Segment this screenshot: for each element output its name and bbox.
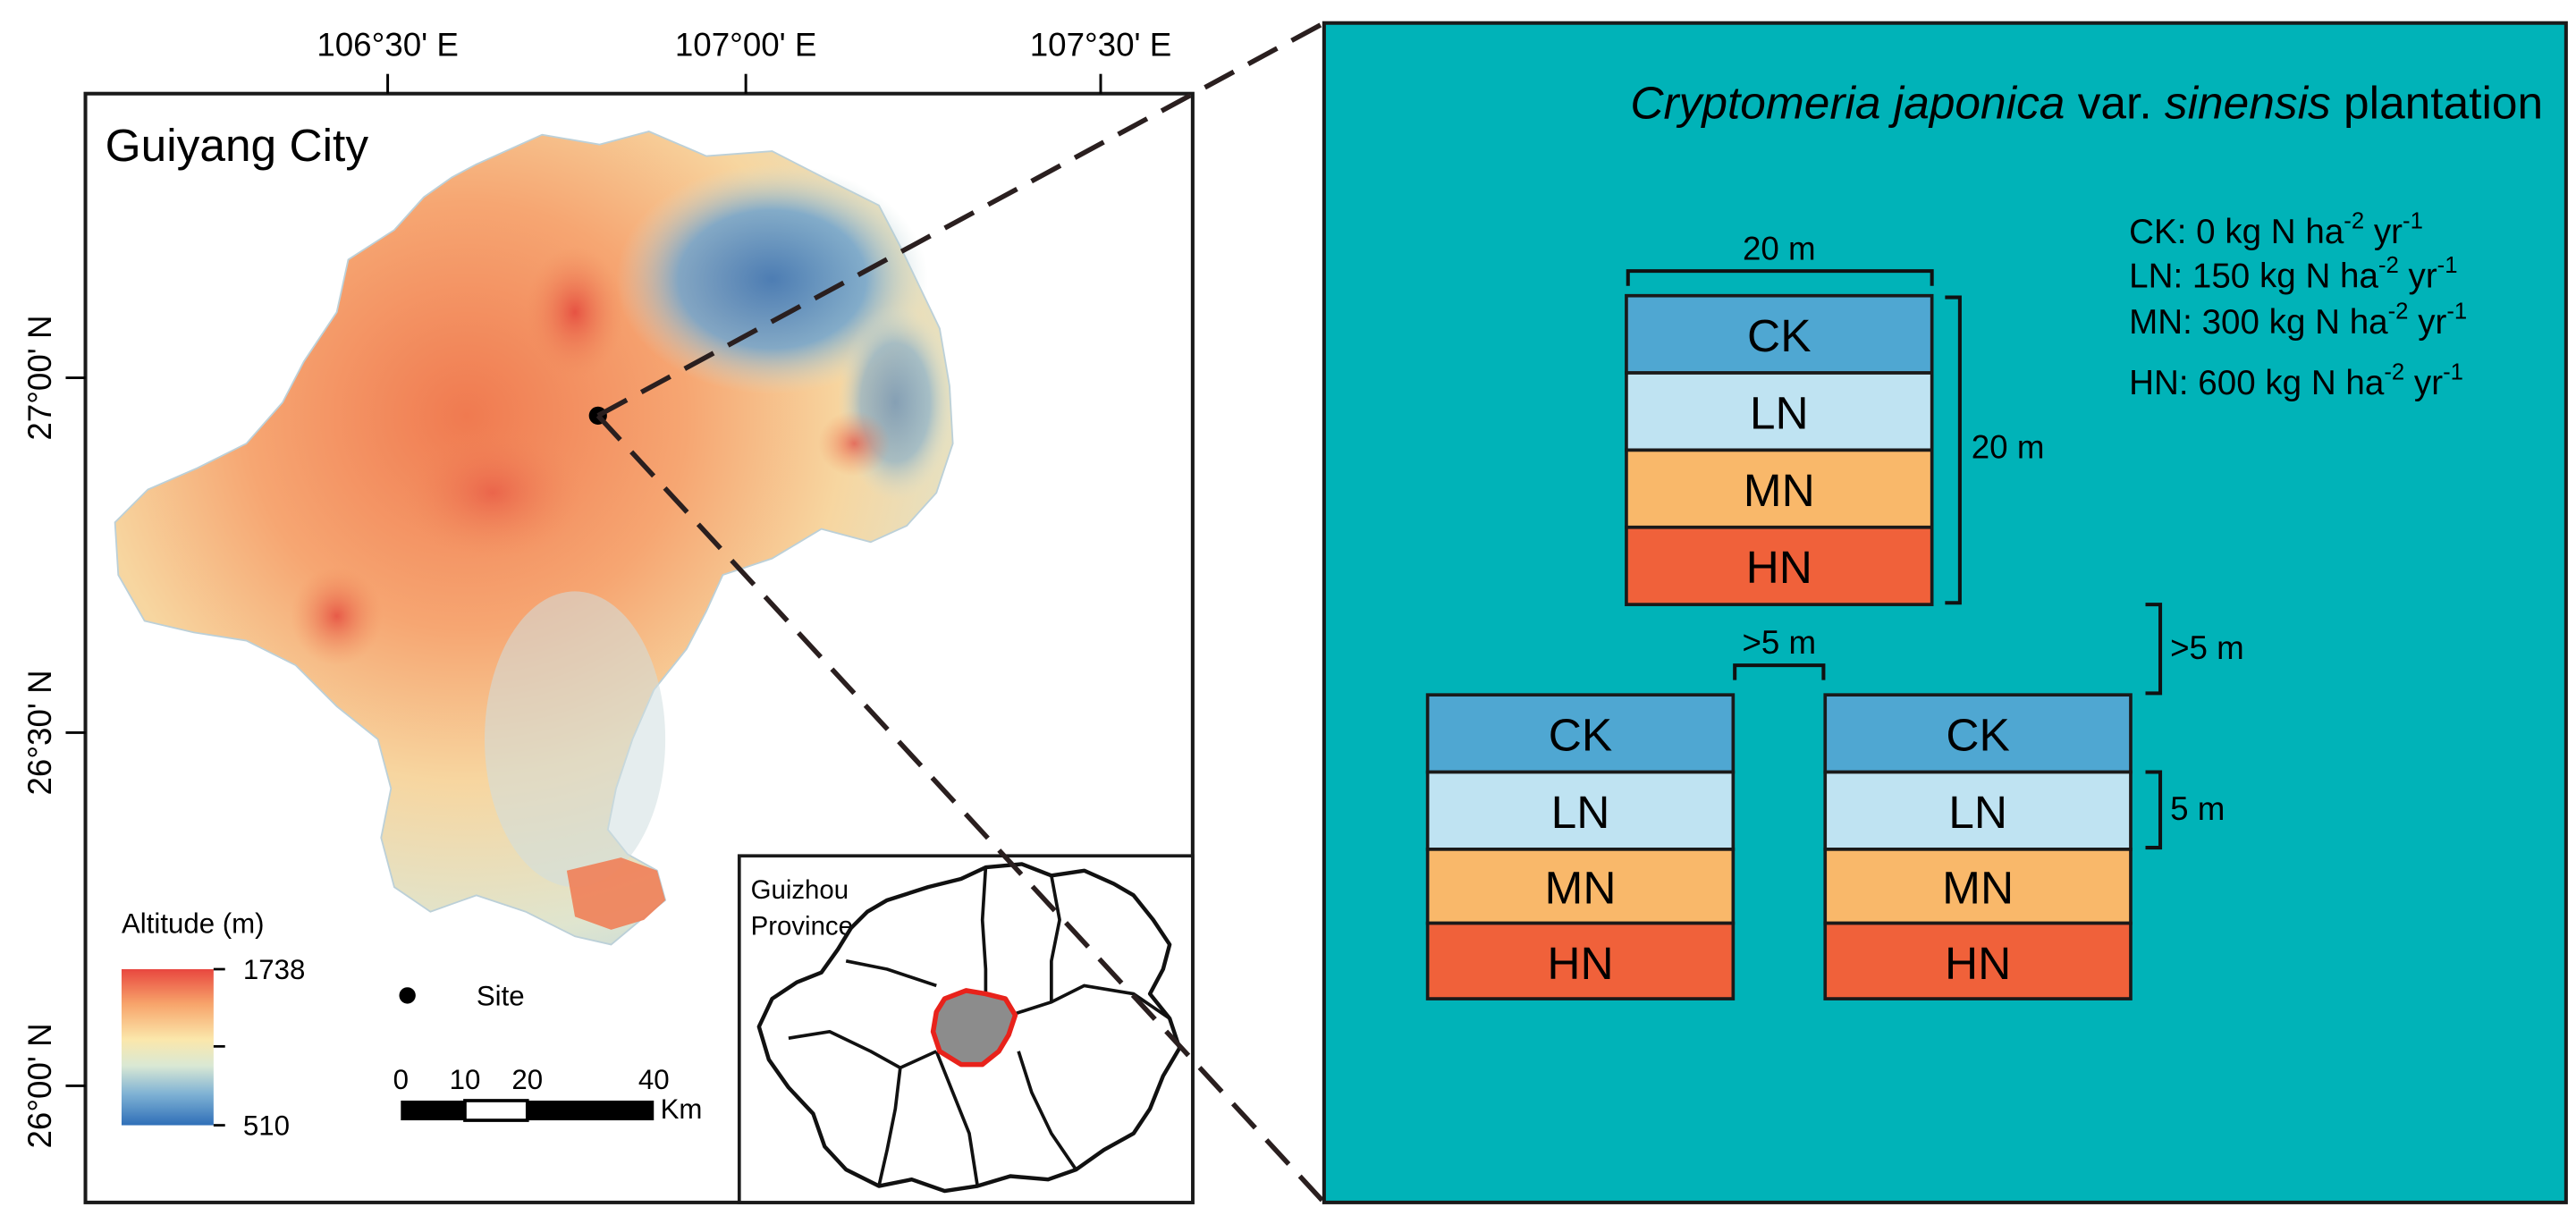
legend-max-label: 1738 [243, 954, 305, 985]
highland [817, 410, 891, 477]
map-panel: 106°30' E 107°00' E 107°30' E 27°00' N 2… [21, 26, 1195, 1204]
treatment-note-mn: MN: 300 kg N ha-2 yr-1 [2129, 299, 2467, 342]
inset-label: Guizhou [751, 875, 849, 905]
plantation-title: Cryptomeria japonica var. sinensis plant… [1630, 76, 2543, 128]
scale-segment [463, 1099, 529, 1122]
plantation-background [1322, 21, 2568, 1204]
latitude-axis [65, 376, 86, 1087]
map-title: Guiyang City [106, 119, 369, 171]
scale-tick-label: 10 [450, 1064, 481, 1095]
longitude-axis [386, 73, 1102, 94]
plot-bottom-left: CK LN MN HN [1425, 693, 1736, 1000]
treatment-note-ln: LN: 150 kg N ha-2 yr-1 [2129, 253, 2457, 296]
plot-row-label: HN [1945, 937, 2011, 989]
width-bracket [1626, 269, 1934, 286]
scale-segment [527, 1100, 655, 1121]
width-label: 20 m [1743, 230, 1816, 266]
highland [291, 566, 384, 666]
plot-row-ck [1425, 693, 1736, 774]
plot-row-ck [1823, 693, 2133, 774]
site-legend: Site [399, 980, 525, 1011]
plot-row-hn [1425, 921, 1736, 1000]
zoom-connector-line [595, 413, 1326, 1204]
scale-unit: Km [661, 1093, 703, 1125]
plot-row-label: LN [1750, 387, 1809, 439]
treatment-note-ck: CK: 0 kg N ha-2 yr-1 [2129, 208, 2423, 251]
height-label: 20 m [1972, 429, 2045, 466]
height-bracket [1945, 295, 1962, 605]
legend-color-ramp [121, 969, 214, 1126]
guiyang-highlight [930, 988, 1018, 1068]
plot-row-label: CK [1747, 309, 1811, 361]
scale-tick-label: 0 [393, 1064, 409, 1095]
highland [402, 426, 584, 559]
inset-label: Province [751, 911, 853, 941]
plot-row-label: LN [1551, 786, 1610, 838]
plot-row-ln [1425, 770, 1736, 851]
plot-row-ck [1625, 293, 1934, 375]
plot-top: CK LN MN HN [1625, 293, 1934, 606]
highland [525, 246, 625, 378]
guizhou-inset: Guizhou Province [737, 854, 1195, 1204]
scale-bar: 0 10 20 40 Km [393, 1064, 703, 1125]
zoom-connector-line [596, 21, 1326, 418]
gap-vertical-label: >5 m [2170, 629, 2244, 666]
subplot-bracket [2145, 770, 2163, 850]
plot-bottom-right: CK LN MN HN [1823, 693, 2133, 1000]
prefecture-boundaries [788, 866, 1171, 1186]
lat-tick-label: 27°00' N [21, 315, 58, 440]
gap-horizontal-bracket [1733, 663, 1826, 680]
lat-tick-label: 26°00' N [21, 1023, 58, 1148]
south-lowland [485, 591, 666, 888]
scale-tick-label: 40 [638, 1064, 670, 1095]
site-legend-label: Site [477, 980, 525, 1011]
plot-row-hn [1823, 921, 2133, 1000]
plot-row-label: HN [1746, 541, 1812, 593]
plot-row-label: CK [1946, 709, 2009, 761]
treatment-note-hn: HN: 600 kg N ha-2 yr-1 [2129, 359, 2463, 402]
plot-row-label: MN [1942, 862, 2014, 914]
zoom-connectors [595, 21, 1326, 1204]
experiment-design-panel: Cryptomeria japonica var. sinensis plant… [1322, 21, 2568, 1204]
treatment-notes: CK: 0 kg N ha-2 yr-1 LN: 150 kg N ha-2 y… [2129, 208, 2467, 402]
plot-row-ln [1823, 770, 2133, 851]
scale-tick-label: 20 [511, 1064, 543, 1095]
plot-row-label: MN [1744, 464, 1815, 516]
gap-vertical-bracket [2145, 603, 2163, 696]
north-lowland [615, 164, 929, 394]
altitude-legend: Altitude (m) 1738 510 [121, 908, 305, 1142]
legend-min-label: 510 [243, 1110, 290, 1142]
plot-row-label: HN [1547, 937, 1613, 989]
subplot-label: 5 m [2170, 790, 2225, 827]
plot-row-label: MN [1544, 862, 1616, 914]
plot-row-label: LN [1948, 786, 2007, 838]
lon-tick-label: 107°30' E [1030, 26, 1172, 63]
gap-horizontal-label: >5 m [1742, 624, 1816, 661]
scale-segment [401, 1100, 465, 1121]
plot-row-label: CK [1549, 709, 1612, 761]
plot-row-mn [1625, 448, 1934, 529]
lon-tick-label: 107°00' E [675, 26, 817, 63]
south-exclave [566, 857, 666, 930]
dimension-brackets [1626, 269, 2163, 850]
lat-tick-label: 26°30' N [21, 670, 58, 795]
legend-title: Altitude (m) [122, 908, 265, 940]
lon-tick-label: 106°30' E [317, 26, 459, 63]
plot-row-hn [1625, 525, 1934, 606]
site-legend-dot [399, 987, 416, 1004]
plot-row-mn [1823, 848, 2133, 925]
